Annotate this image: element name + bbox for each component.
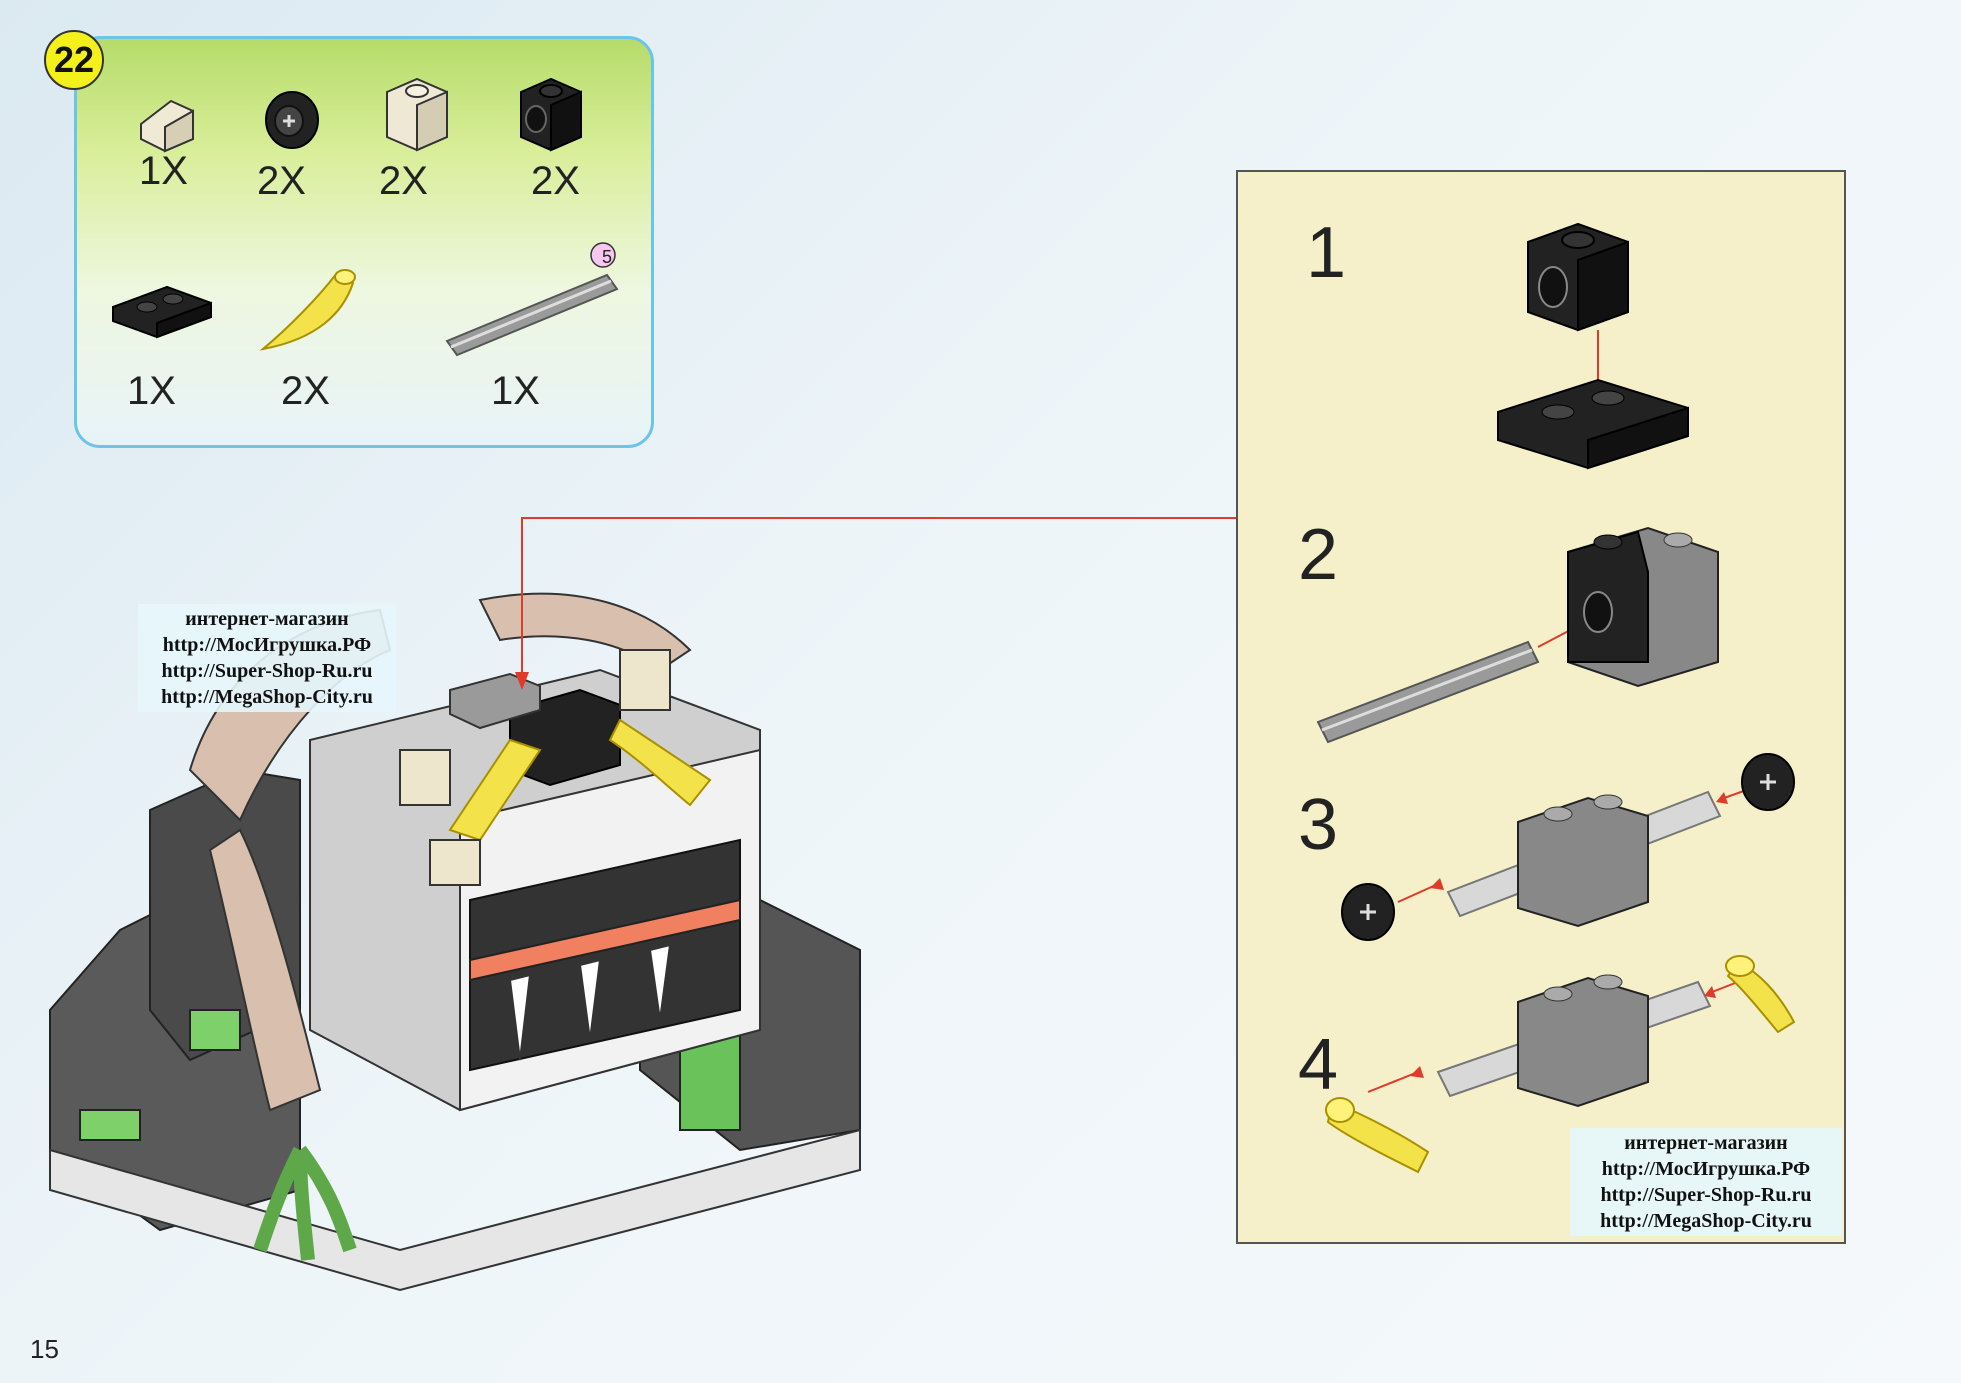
page-number: 15: [30, 1334, 59, 1364]
subassembly-panel: 1 2 3 4: [1236, 170, 1846, 1244]
parts-list-panel: 1X 2X 2X 2X 1X 2X 5 1X: [74, 36, 654, 448]
plate-icon: [112, 285, 212, 339]
watermark-link[interactable]: http://МосИгрушка.РФ: [162, 634, 372, 656]
slope-brick-icon: [140, 99, 194, 153]
part-qty: 2X: [531, 159, 580, 203]
shop-watermark-top: интернет-магазин http://МосИгрушка.РФ ht…: [138, 604, 396, 712]
part-qty: 1X: [127, 369, 176, 413]
watermark-link[interactable]: http://Super-Shop-Ru.ru: [161, 660, 373, 682]
technic-brick-icon: [520, 77, 582, 152]
watermark-link[interactable]: http://Super-Shop-Ru.ru: [1600, 1184, 1812, 1206]
watermark-line: интернет-магазин: [1624, 1132, 1788, 1154]
part-qty: 2X: [281, 369, 330, 413]
substep-4-diagram: [1325, 955, 1796, 1174]
tan-brick-icon: [386, 77, 448, 152]
watermark-link[interactable]: http://МосИгрушка.РФ: [1601, 1158, 1811, 1180]
watermark-line: интернет-магазин: [185, 608, 349, 630]
part-qty: 1X: [491, 369, 540, 413]
axle-length: 5: [601, 247, 612, 267]
watermark-link[interactable]: http://MegaShop-City.ru: [161, 686, 373, 708]
substep-3-diagram: [1341, 753, 1795, 941]
part-qty: 2X: [379, 159, 428, 203]
substep-number: 3: [1298, 785, 1339, 865]
shop-watermark-bottom: интернет-магазин http://МосИгрушка.РФ ht…: [1570, 1128, 1842, 1236]
part-qty: 2X: [257, 159, 306, 203]
substep-number: 4: [1298, 1025, 1339, 1105]
substep-number: 2: [1298, 515, 1339, 595]
substep-2-diagram: [1316, 526, 1719, 744]
claw-icon: [259, 269, 356, 351]
substep-number: 1: [1306, 213, 1347, 293]
watermark-link[interactable]: http://MegaShop-City.ru: [1600, 1210, 1812, 1232]
wheel-icon: [265, 91, 319, 149]
axle-icon: [445, 242, 619, 357]
substep-1-diagram: [1497, 222, 1689, 470]
part-qty: 1X: [139, 149, 188, 193]
step-number-badge: 22: [44, 30, 104, 90]
assembly-model: [49, 592, 861, 1292]
